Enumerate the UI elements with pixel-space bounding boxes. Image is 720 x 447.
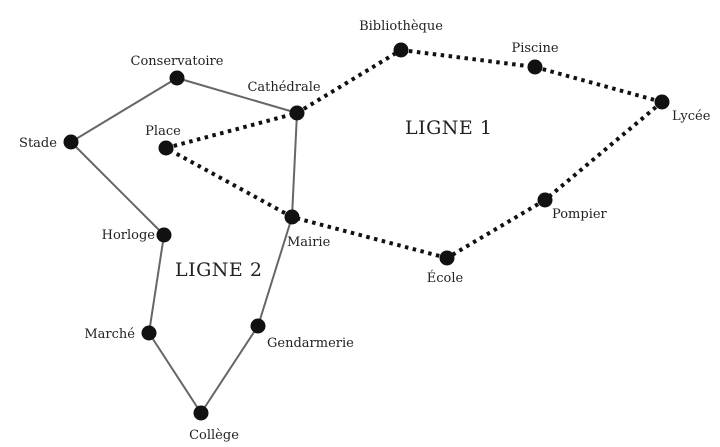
station-node-piscine: [527, 59, 543, 75]
line-1-segment-place-cathedrale: [165, 111, 298, 150]
station-node-gendarmerie: [250, 318, 266, 334]
station-label-college: Collège: [189, 428, 239, 443]
line-2-segment-gendarmerie-mairie: [257, 216, 293, 327]
station-label-horloge: Horloge: [102, 228, 156, 243]
line-2-segment-horloge-marche: [148, 234, 165, 334]
station-label-pompier: Pompier: [552, 207, 608, 222]
station-label-place: Place: [145, 124, 181, 139]
line-1-segment-ecole-mairie: [291, 215, 448, 260]
station-node-horloge: [156, 227, 172, 243]
line-2-segment-marche-college: [148, 332, 202, 414]
station-node-conservatoire: [169, 70, 185, 86]
line-2-segment-college-gendarmerie: [200, 325, 259, 414]
station-label-lycee: Lycée: [672, 109, 711, 124]
line-1-segment-bibliotheque-piscine: [400, 48, 536, 69]
station-label-bibliotheque: Bibliothèque: [359, 19, 443, 34]
line-2-label: LIGNE 2: [175, 259, 262, 281]
line-2-segment-stade-horloge: [70, 141, 165, 236]
line-1-label: LIGNE 1: [405, 117, 492, 139]
station-label-stade: Stade: [19, 136, 57, 151]
line-1-segment-piscine-lycee: [534, 65, 663, 104]
line-2-segment-cathedrale-conservatoire: [176, 77, 298, 114]
station-node-cathedrale: [289, 105, 305, 121]
station-nodes: [63, 42, 670, 421]
station-label-mairie: Mairie: [287, 235, 331, 250]
line-2-segment-conservatoire-stade: [70, 77, 178, 143]
station-node-stade: [63, 134, 79, 150]
station-node-pompier: [537, 192, 553, 208]
station-node-marche: [141, 325, 157, 341]
line-1-segment-pompier-ecole: [445, 198, 547, 260]
station-label-cathedrale: Cathédrale: [247, 80, 320, 95]
station-node-bibliotheque: [393, 42, 409, 58]
station-node-place: [158, 140, 174, 156]
station-label-gendarmerie: Gendarmerie: [267, 336, 354, 351]
station-node-lycee: [654, 94, 670, 110]
station-node-ecole: [439, 250, 455, 266]
station-node-mairie: [284, 209, 300, 225]
line-1-segment-mairie-place: [165, 146, 293, 219]
station-label-ecole: École: [427, 270, 464, 286]
line-1-segment-lycee-pompier: [543, 100, 664, 202]
station-label-piscine: Piscine: [511, 41, 558, 56]
station-label-marche: Marché: [84, 327, 135, 342]
route-lines: [70, 48, 664, 414]
line-2-segment-mairie-cathedrale: [291, 112, 298, 218]
station-label-conservatoire: Conservatoire: [131, 54, 224, 69]
station-node-college: [193, 405, 209, 421]
